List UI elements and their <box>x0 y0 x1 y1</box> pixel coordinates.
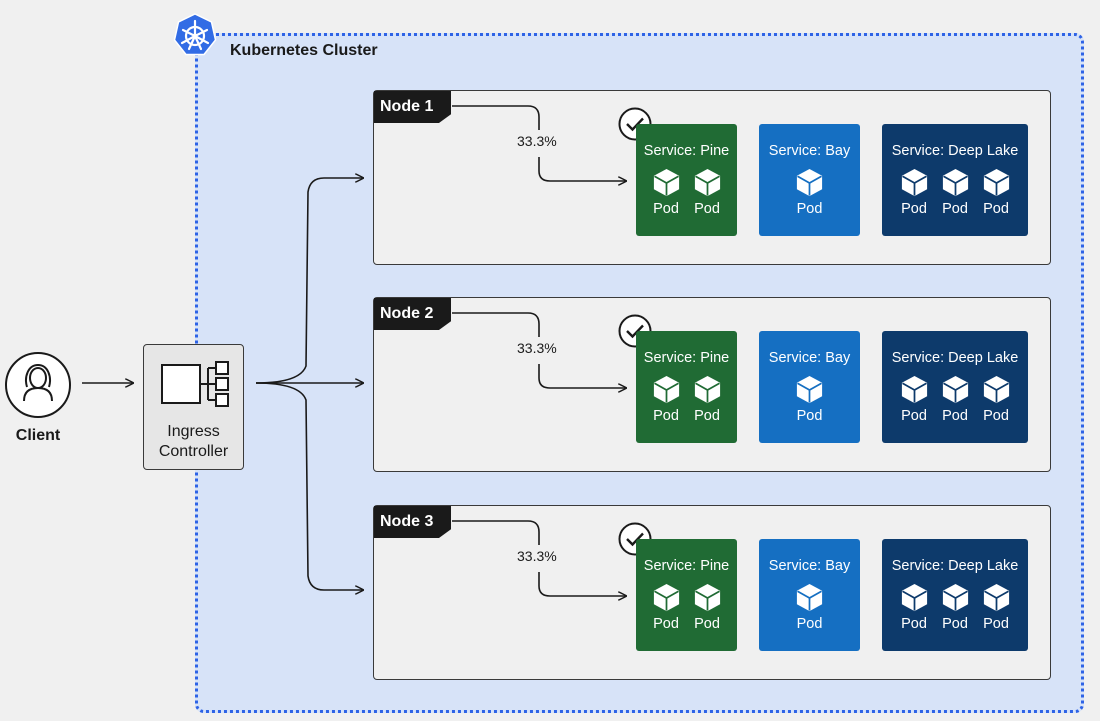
cube-icon <box>796 583 823 612</box>
service-label: Service: Bay <box>768 143 851 159</box>
pod-label: Pod <box>796 201 823 217</box>
service-label: Service: Bay <box>768 558 851 574</box>
service-label: Service: Bay <box>768 350 851 366</box>
cube-icon <box>901 168 927 197</box>
pod-label: Pod <box>796 408 823 424</box>
pod-label: Pod <box>983 616 1009 632</box>
pod-label: Pod <box>983 201 1009 217</box>
cube-icon <box>942 583 968 612</box>
pod: Pod <box>687 582 728 632</box>
cube-icon <box>796 168 823 197</box>
pod: Pod <box>687 167 728 217</box>
pod: Pod <box>687 374 728 424</box>
pod-label: Pod <box>796 616 823 632</box>
service-label: Service: Deep Lake <box>891 143 1019 159</box>
service-bay: Service: Bay Pod <box>759 124 860 236</box>
pod: Pod <box>976 374 1017 424</box>
pod-label: Pod <box>694 201 720 217</box>
cube-icon <box>653 168 679 197</box>
pod-label: Pod <box>653 616 679 632</box>
cube-icon <box>694 168 720 197</box>
pod: Pod <box>976 167 1017 217</box>
cube-icon <box>901 583 927 612</box>
pod-label: Pod <box>653 201 679 217</box>
service-label: Service: Pine <box>643 558 730 574</box>
cube-icon <box>653 583 679 612</box>
pod: Pod <box>646 582 687 632</box>
service-label: Service: Deep Lake <box>891 350 1019 366</box>
node-box: Node 2 33.3% Service: Pine Pod Pod Servi… <box>373 297 1051 472</box>
service-pine: Service: Pine Pod Pod <box>636 331 737 443</box>
pod-label: Pod <box>653 408 679 424</box>
pod: Pod <box>976 582 1017 632</box>
node-label: Node 2 <box>374 298 452 330</box>
pod: Pod <box>894 167 935 217</box>
service-label: Service: Deep Lake <box>891 558 1019 574</box>
pod-label: Pod <box>901 408 927 424</box>
service-deep-lake: Service: Deep Lake Pod Pod Pod <box>882 539 1028 651</box>
pod: Pod <box>646 374 687 424</box>
cube-icon <box>983 168 1009 197</box>
cube-icon <box>942 375 968 404</box>
ingress-controller-label: Ingress Controller <box>158 423 229 460</box>
pod: Pod <box>646 167 687 217</box>
pod-label: Pod <box>694 408 720 424</box>
service-pine: Service: Pine Pod Pod <box>636 124 737 236</box>
traffic-percentage: 33.3% <box>517 548 557 564</box>
service-deep-lake: Service: Deep Lake Pod Pod Pod <box>882 331 1028 443</box>
pod-label: Pod <box>694 616 720 632</box>
kubernetes-logo-icon <box>173 13 217 56</box>
pod-label: Pod <box>942 408 968 424</box>
service-bay: Service: Bay Pod <box>759 331 860 443</box>
node-box: Node 1 33.3% Service: Pine Pod Pod Servi… <box>373 90 1051 265</box>
service-label: Service: Pine <box>643 143 730 159</box>
traffic-percentage: 33.3% <box>517 340 557 356</box>
pod-label: Pod <box>901 201 927 217</box>
pod: Pod <box>935 374 976 424</box>
pod: Pod <box>894 374 935 424</box>
pod: Pod <box>789 582 830 632</box>
cube-icon <box>796 375 823 404</box>
ingress-controller: Ingress Controller <box>143 344 244 470</box>
pod-label: Pod <box>942 201 968 217</box>
load-balancer-icon <box>161 361 229 407</box>
service-pine: Service: Pine Pod Pod <box>636 539 737 651</box>
person-icon <box>5 352 71 418</box>
service-label: Service: Pine <box>643 350 730 366</box>
cube-icon <box>694 375 720 404</box>
cluster-title: Kubernetes Cluster <box>230 42 378 59</box>
cube-icon <box>942 168 968 197</box>
cube-icon <box>653 375 679 404</box>
client-label: Client <box>15 427 61 444</box>
pod-label: Pod <box>942 616 968 632</box>
node-label: Node 1 <box>374 91 452 123</box>
pod: Pod <box>935 167 976 217</box>
cube-icon <box>983 583 1009 612</box>
traffic-percentage: 33.3% <box>517 133 557 149</box>
pod: Pod <box>894 582 935 632</box>
cube-icon <box>901 375 927 404</box>
cube-icon <box>694 583 720 612</box>
service-deep-lake: Service: Deep Lake Pod Pod Pod <box>882 124 1028 236</box>
node-box: Node 3 33.3% Service: Pine Pod Pod Servi… <box>373 505 1051 680</box>
service-bay: Service: Bay Pod <box>759 539 860 651</box>
pod-label: Pod <box>983 408 1009 424</box>
node-label: Node 3 <box>374 506 452 538</box>
cube-icon <box>983 375 1009 404</box>
pod: Pod <box>789 374 830 424</box>
pod: Pod <box>935 582 976 632</box>
pod-label: Pod <box>901 616 927 632</box>
pod: Pod <box>789 167 830 217</box>
